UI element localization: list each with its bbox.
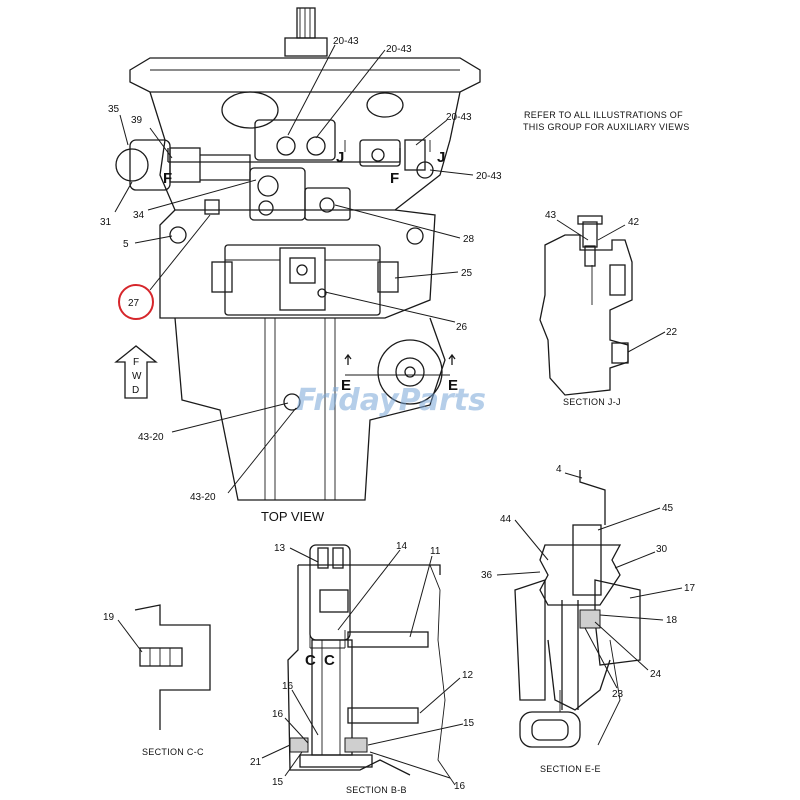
callout-43-20: 43-20 [190, 492, 216, 503]
forward-arrow-icon [114, 345, 158, 399]
section-mark-e: E [341, 377, 351, 394]
callout-26: 26 [456, 322, 468, 333]
callout-18: 18 [666, 615, 678, 626]
section-mark-j: J [437, 149, 445, 166]
callout-31: 31 [100, 217, 112, 228]
callout-22: 22 [666, 327, 678, 338]
callout-12: 12 [462, 670, 474, 681]
callout-25: 25 [461, 268, 473, 279]
section-markers: F F J J E E C C [163, 149, 458, 669]
callout-43-20: 43-20 [138, 432, 164, 443]
section-mark-f: F [163, 170, 172, 187]
note-line-2: THIS GROUP FOR AUXILIARY VIEWS [523, 122, 690, 132]
callout-5: 5 [123, 239, 129, 250]
caption-top-view: TOP VIEW [261, 509, 325, 524]
section-cc-drawing [134, 604, 211, 730]
callout-43: 43 [545, 210, 557, 221]
callout-44: 44 [500, 514, 512, 525]
callout-16: 16 [282, 681, 294, 692]
callout-13: 13 [274, 543, 286, 554]
callout-15: 15 [272, 777, 284, 788]
callout-36: 36 [481, 570, 493, 581]
fwd-letter: W [132, 371, 142, 382]
callout-11: 11 [430, 546, 441, 557]
callout-34: 34 [133, 210, 145, 221]
fwd-label: F W D [132, 357, 142, 396]
callout-4: 4 [556, 464, 562, 475]
callout-30: 30 [656, 544, 668, 555]
callout-42: 42 [628, 217, 640, 228]
leader-lines [114, 44, 683, 779]
callout-45: 45 [662, 503, 674, 514]
section-mark-c: C [324, 652, 335, 669]
top-view-drawing [115, 7, 481, 501]
section-mark-c: C [305, 652, 316, 669]
highlight-circle [118, 284, 154, 320]
note-line-1: REFER TO ALL ILLUSTRATIONS OF [524, 110, 683, 120]
fwd-letter: F [133, 357, 139, 368]
caption-section-cc: SECTION C-C [142, 747, 204, 757]
section-jj-drawing [539, 215, 633, 396]
callout-20-43: 20-43 [386, 44, 412, 55]
callout-14: 14 [396, 541, 408, 552]
callout-21: 21 [250, 757, 262, 768]
section-mark-j: J [336, 149, 344, 166]
captions: TOP VIEW SECTION J-J SECTION C-C SECTION… [142, 110, 690, 795]
caption-section-bb: SECTION B-B [346, 785, 407, 795]
section-mark-f: F [390, 170, 399, 187]
fwd-letter: D [132, 385, 139, 396]
callout-28: 28 [463, 234, 475, 245]
callout-24: 24 [650, 669, 662, 680]
watermark-logo: FridayParts [296, 383, 486, 418]
callout-19: 19 [103, 612, 115, 623]
caption-section-jj: SECTION J-J [563, 397, 621, 407]
callout-35: 35 [108, 104, 120, 115]
callout-16: 16 [454, 781, 466, 792]
callout-39: 39 [131, 115, 143, 126]
callout-23: 23 [612, 689, 624, 700]
section-ee-drawing [514, 470, 641, 748]
callout-20-43: 20-43 [446, 112, 472, 123]
callout-15: 15 [463, 718, 475, 729]
callout-labels: 20-43 20-43 20-43 20-43 35 39 31 34 5 27… [100, 36, 696, 792]
callout-20-43: 20-43 [333, 36, 359, 47]
callout-16: 16 [272, 709, 284, 720]
callout-27: 27 [128, 298, 140, 309]
caption-section-ee: SECTION E-E [540, 764, 601, 774]
callout-20-43: 20-43 [476, 171, 502, 182]
callout-17: 17 [684, 583, 696, 594]
section-mark-e: E [448, 377, 458, 394]
